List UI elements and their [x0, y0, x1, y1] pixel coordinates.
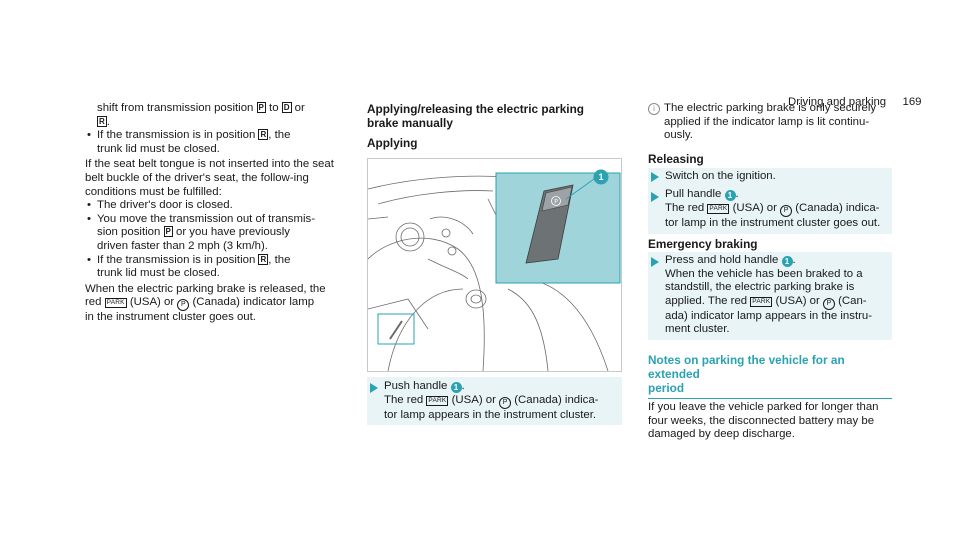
notes-paragraph: If you leave the vehicle parked for long… [648, 401, 879, 441]
step-push-handle: Push handle 1. The red PARK (USA) or P (… [367, 377, 622, 425]
svg-text:1: 1 [598, 172, 603, 182]
page-number: 169 [902, 96, 922, 108]
middle-column: Applying/releasing the electric parking … [367, 102, 622, 150]
seat-belt-paragraph: If the seat belt tongue is not inserted … [85, 158, 334, 198]
p-circle-indicator-symbol: P [177, 299, 190, 312]
step-arrow-icon [651, 257, 659, 267]
subheading-releasing: Releasing [648, 152, 704, 166]
gear-r-symbol: R [258, 129, 269, 141]
callout-1-icon: 1 [781, 256, 793, 267]
callout-1-icon: 1 [450, 382, 462, 393]
list-item: If the transmission is in position R, th… [85, 253, 355, 281]
release-paragraph: When the electric parking brake is relea… [85, 282, 326, 324]
list-item: You move the transmission out of transmi… [85, 213, 355, 254]
step-arrow-icon [370, 383, 378, 393]
list-item: The driver's door is closed. [85, 199, 355, 213]
step-switch-on: Switch on the ignition. [648, 168, 892, 186]
gear-r-symbol: R [97, 115, 107, 127]
p-circle-indicator-symbol: P [499, 396, 512, 409]
parking-brake-illustration: P 1 [367, 158, 622, 372]
section-heading: Applying/releasing the electric parking … [367, 102, 584, 130]
p-circle-indicator-symbol: P [822, 297, 835, 310]
callout-number-1 [593, 169, 609, 185]
park-indicator-symbol: PARK [750, 296, 773, 307]
callout-1-icon: 1 [724, 190, 736, 201]
park-indicator-symbol: PARK [426, 395, 449, 406]
subheading-applying: Applying [367, 136, 418, 150]
left-column: shift from transmission position P to D … [85, 102, 355, 325]
step-arrow-icon [651, 172, 659, 182]
p-circle-indicator-symbol: P [780, 204, 793, 217]
running-header: Driving and parking 169 [788, 96, 922, 110]
notes-heading: Notes on parking the vehicle for an exte… [648, 353, 892, 399]
gear-r-symbol: R [258, 253, 269, 265]
cockpit-drawing: P 1 [367, 169, 621, 372]
step-text: Push handle 1. The red PARK (USA) or P (… [384, 380, 599, 421]
section-title: Driving and parking [788, 96, 887, 108]
info-note: i The electric parking brake is only sec… [648, 102, 893, 143]
gear-p-symbol: P [163, 226, 173, 238]
info-icon: i [648, 103, 660, 115]
step-pull-handle: Pull handle 1. The red PARK (USA) or P (… [648, 186, 892, 234]
park-indicator-symbol: PARK [707, 203, 730, 214]
park-indicator-symbol: PARK [104, 298, 127, 309]
gear-d-symbol: D [281, 102, 292, 113]
small-locator-box [377, 313, 415, 345]
intro-text: shift from transmission position P to D … [97, 102, 305, 128]
step-emergency: Press and hold handle 1. When the vehicl… [648, 252, 892, 340]
step-arrow-icon [651, 192, 659, 202]
gear-p-symbol: P [256, 102, 266, 113]
svg-text:P: P [554, 199, 558, 206]
subheading-emergency-braking: Emergency braking [648, 237, 758, 251]
parking-brake-handle: P [525, 184, 574, 264]
list-item: If the transmission is in position R, th… [85, 129, 355, 156]
